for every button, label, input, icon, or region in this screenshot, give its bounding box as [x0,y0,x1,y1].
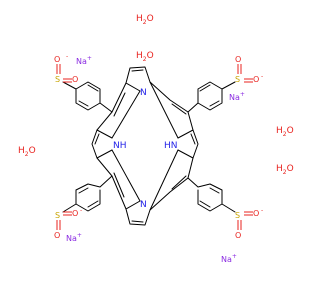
sulfur-label: S [235,75,240,84]
charge-label: - [261,73,263,80]
pyrrole-bottom [125,200,151,226]
oxygen-label: O [253,209,259,218]
sulfonate-top-left: S O O - [54,53,78,84]
sulfonyl-bonds [56,64,253,230]
nitrogen-labels: N N NH HN [113,88,178,210]
water-molecules: H2O H2O H2O H2O H2O [18,14,294,176]
nitrogen-top-label: N [140,88,147,98]
pyrrole-left [91,129,113,159]
charge-label: - [66,53,68,60]
phenyl-top-right [187,81,223,113]
oxygen-label: O [235,231,241,240]
diagram-background [0,0,300,300]
nitrogen-bottom-label: N [140,200,147,210]
oxygen-label: O [54,55,60,64]
nh-left-label: NH [113,141,127,151]
sodium-ion-bottom-right: Na+ [221,253,237,264]
sulfur-label: S [55,211,60,220]
sodium-ion-bottom-left: Na+ [66,232,82,243]
water-4: H2O [18,146,36,158]
water-3: H2O [276,126,294,138]
sulfonate-bottom-right: S O O - [235,207,263,240]
water-2: H2O [136,51,154,63]
water-5: H2O [276,164,294,176]
oxygen-label: O [54,231,60,240]
phenyl-bottom-left [75,175,113,212]
oxygen-label: O [72,209,78,218]
molecule-diagram: N N NH HN S O O - S O O - S O O - S O O … [0,0,300,300]
sulfur-label: S [55,75,60,84]
charge-label: - [80,207,82,214]
sulfonate-top-right: S O O - [235,55,263,84]
oxygen-label: O [235,55,241,64]
phenyl-top-left [75,81,113,113]
water-1: H2O [136,14,154,26]
sulfonate-bottom-left: S O O - [54,207,82,240]
charge-label: - [261,207,263,214]
phenyl-bottom-right [187,177,223,212]
sodium-ions: Na+ Na+ Na+ Na+ [66,55,245,264]
oxygen-label: O [253,75,259,84]
pyrrole-right [177,129,199,159]
sulfur-label: S [235,211,240,220]
bond-skeleton [62,66,236,226]
oxygen-label: O [72,75,78,84]
pyrrole-top [125,66,151,92]
sodium-ion-top-right: Na+ [229,91,245,102]
sodium-ion-top-left: Na+ [76,55,92,66]
nh-right-label: HN [164,141,178,151]
